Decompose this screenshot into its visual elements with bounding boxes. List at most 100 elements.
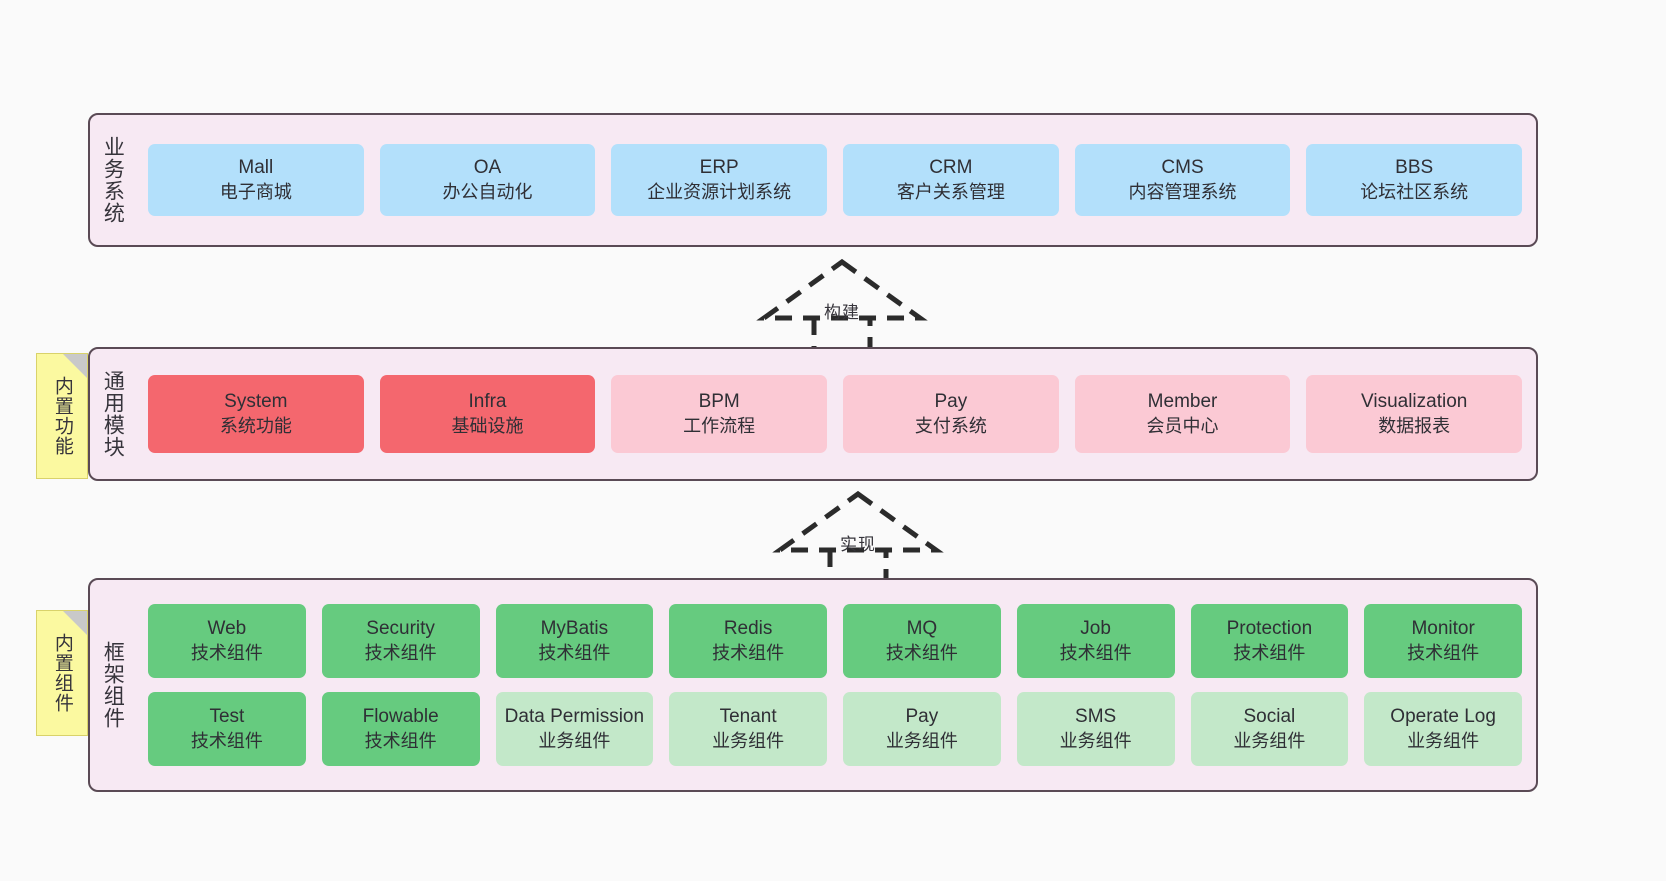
card-title-cn: 业务组件 [885,730,958,751]
arrow-realize: 实现 [768,490,948,584]
card-title-en: Infra [468,391,507,413]
layer-business-systems: 业务系统 Mall 电子商城 OA 办公自动化 ERP 企业资源计划系统 CRM… [88,113,1538,247]
card-title-en: CRM [929,157,973,179]
card-title-en: Mall [238,157,274,179]
card-security[interactable]: Security 技术组件 [321,604,480,678]
card-pay-business[interactable]: Pay 业务组件 [843,692,1001,766]
card-pay[interactable]: Pay 支付系统 [843,375,1059,453]
card-mq[interactable]: MQ 技术组件 [843,604,1001,678]
card-title-en: Security [366,618,435,640]
card-title-en: Protection [1226,618,1313,640]
card-title-cn: 技术组件 [364,642,437,663]
card-title-en: Redis [723,618,773,640]
card-title-cn: 业务组件 [712,730,785,751]
card-oa[interactable]: OA 办公自动化 [379,144,596,216]
card-visualization[interactable]: Visualization 数据报表 [1306,375,1523,453]
card-title-en: ERP [699,157,739,179]
card-social[interactable]: Social 业务组件 [1190,692,1349,766]
card-title-cn: 基础设施 [451,415,524,436]
layer-title-business: 业务系统 [101,136,125,224]
card-title-cn: 系统功能 [219,415,292,436]
card-title-cn: 客户关系管理 [896,181,1005,202]
card-operate-log[interactable]: Operate Log 业务组件 [1364,692,1522,766]
card-protection[interactable]: Protection 技术组件 [1190,604,1349,678]
layer-body-common: System 系统功能 Infra 基础设施 BPM 工作流程 Pay 支付系统… [134,349,1536,479]
card-title-en: Flowable [362,706,439,728]
sticky-note-builtin-features: 内置功能 [36,353,88,479]
card-title-cn: 技术组件 [885,642,958,663]
card-title-en: MyBatis [540,618,609,640]
sticky-note-builtin-components: 内置组件 [36,610,88,736]
card-title-en: Pay [905,706,939,728]
card-title-cn: 技术组件 [1233,642,1306,663]
sticky-fold-corner-icon [63,611,87,635]
sticky-fold-corner-icon [63,354,87,378]
card-job[interactable]: Job 技术组件 [1016,604,1175,678]
card-title-en: Monitor [1411,618,1475,640]
card-title-en: Web [207,618,247,640]
card-title-cn: 技术组件 [190,730,263,751]
arrow-build: 构建 [752,258,932,352]
card-title-cn: 技术组件 [1407,642,1480,663]
card-cms[interactable]: CMS 内容管理系统 [1074,144,1291,216]
card-infra[interactable]: Infra 基础设施 [379,375,596,453]
card-title-en: BBS [1395,157,1434,179]
card-data-permission[interactable]: Data Permission 业务组件 [495,692,654,766]
card-title-cn: 企业资源计划系统 [647,181,792,202]
card-title-en: CMS [1161,157,1204,179]
card-title-cn: 技术组件 [364,730,437,751]
card-title-en: Job [1080,618,1111,640]
card-test[interactable]: Test 技术组件 [148,692,306,766]
layer-body-framework: Web 技术组件 Security 技术组件 MyBatis 技术组件 Redi… [134,580,1536,790]
card-title-en: Pay [934,391,968,413]
card-title-en: Tenant [719,706,777,728]
card-crm[interactable]: CRM 客户关系管理 [843,144,1059,216]
layer-framework-components: 框架组件 Web 技术组件 Security 技术组件 MyBatis 技术组件… [88,578,1538,792]
card-web[interactable]: Web 技术组件 [148,604,306,678]
card-monitor[interactable]: Monitor 技术组件 [1364,604,1522,678]
card-title-cn: 数据报表 [1378,415,1451,436]
card-title-en: BPM [698,391,740,413]
framework-row-business: Test 技术组件 Flowable 技术组件 Data Permission … [148,692,1522,766]
arrow-label-realize: 实现 [840,535,876,554]
card-bbs[interactable]: BBS 论坛社区系统 [1306,144,1523,216]
card-redis[interactable]: Redis 技术组件 [669,604,827,678]
card-erp[interactable]: ERP 企业资源计划系统 [611,144,828,216]
card-title-cn: 技术组件 [1059,642,1132,663]
layer-common-modules: 通用模块 System 系统功能 Infra 基础设施 BPM 工作流程 Pay… [88,347,1538,481]
card-title-cn: 技术组件 [538,642,611,663]
card-title-en: Visualization [1361,391,1468,413]
card-title-en: MQ [906,618,938,640]
card-title-en: OA [473,157,502,179]
layer-title-framework: 框架组件 [101,641,125,729]
card-title-en: Operate Log [1390,706,1496,728]
card-title-en: SMS [1075,706,1117,728]
card-member[interactable]: Member 会员中心 [1074,375,1291,453]
card-title-en: Data Permission [504,706,645,728]
card-mall[interactable]: Mall 电子商城 [148,144,364,216]
card-tenant[interactable]: Tenant 业务组件 [669,692,827,766]
card-title-cn: 电子商城 [219,181,292,202]
sticky-label: 内置功能 [51,376,73,456]
sticky-label: 内置组件 [51,633,73,713]
card-title-en: Member [1147,391,1218,413]
card-title-cn: 支付系统 [914,415,987,436]
card-title-cn: 业务组件 [1407,730,1480,751]
card-title-en: System [224,391,288,413]
card-system[interactable]: System 系统功能 [148,375,364,453]
card-title-cn: 技术组件 [712,642,785,663]
card-title-en: Test [209,706,245,728]
card-title-cn: 内容管理系统 [1128,181,1237,202]
arrow-label-build: 构建 [824,303,860,322]
card-title-cn: 业务组件 [538,730,611,751]
framework-row-tech: Web 技术组件 Security 技术组件 MyBatis 技术组件 Redi… [148,604,1522,678]
card-mybatis[interactable]: MyBatis 技术组件 [495,604,654,678]
card-flowable[interactable]: Flowable 技术组件 [321,692,480,766]
card-bpm[interactable]: BPM 工作流程 [611,375,828,453]
card-title-cn: 会员中心 [1146,415,1219,436]
card-title-cn: 办公自动化 [442,181,533,202]
card-sms[interactable]: SMS 业务组件 [1016,692,1175,766]
layer-title-common: 通用模块 [101,370,125,458]
layer-body-business: Mall 电子商城 OA 办公自动化 ERP 企业资源计划系统 CRM 客户关系… [134,115,1536,245]
